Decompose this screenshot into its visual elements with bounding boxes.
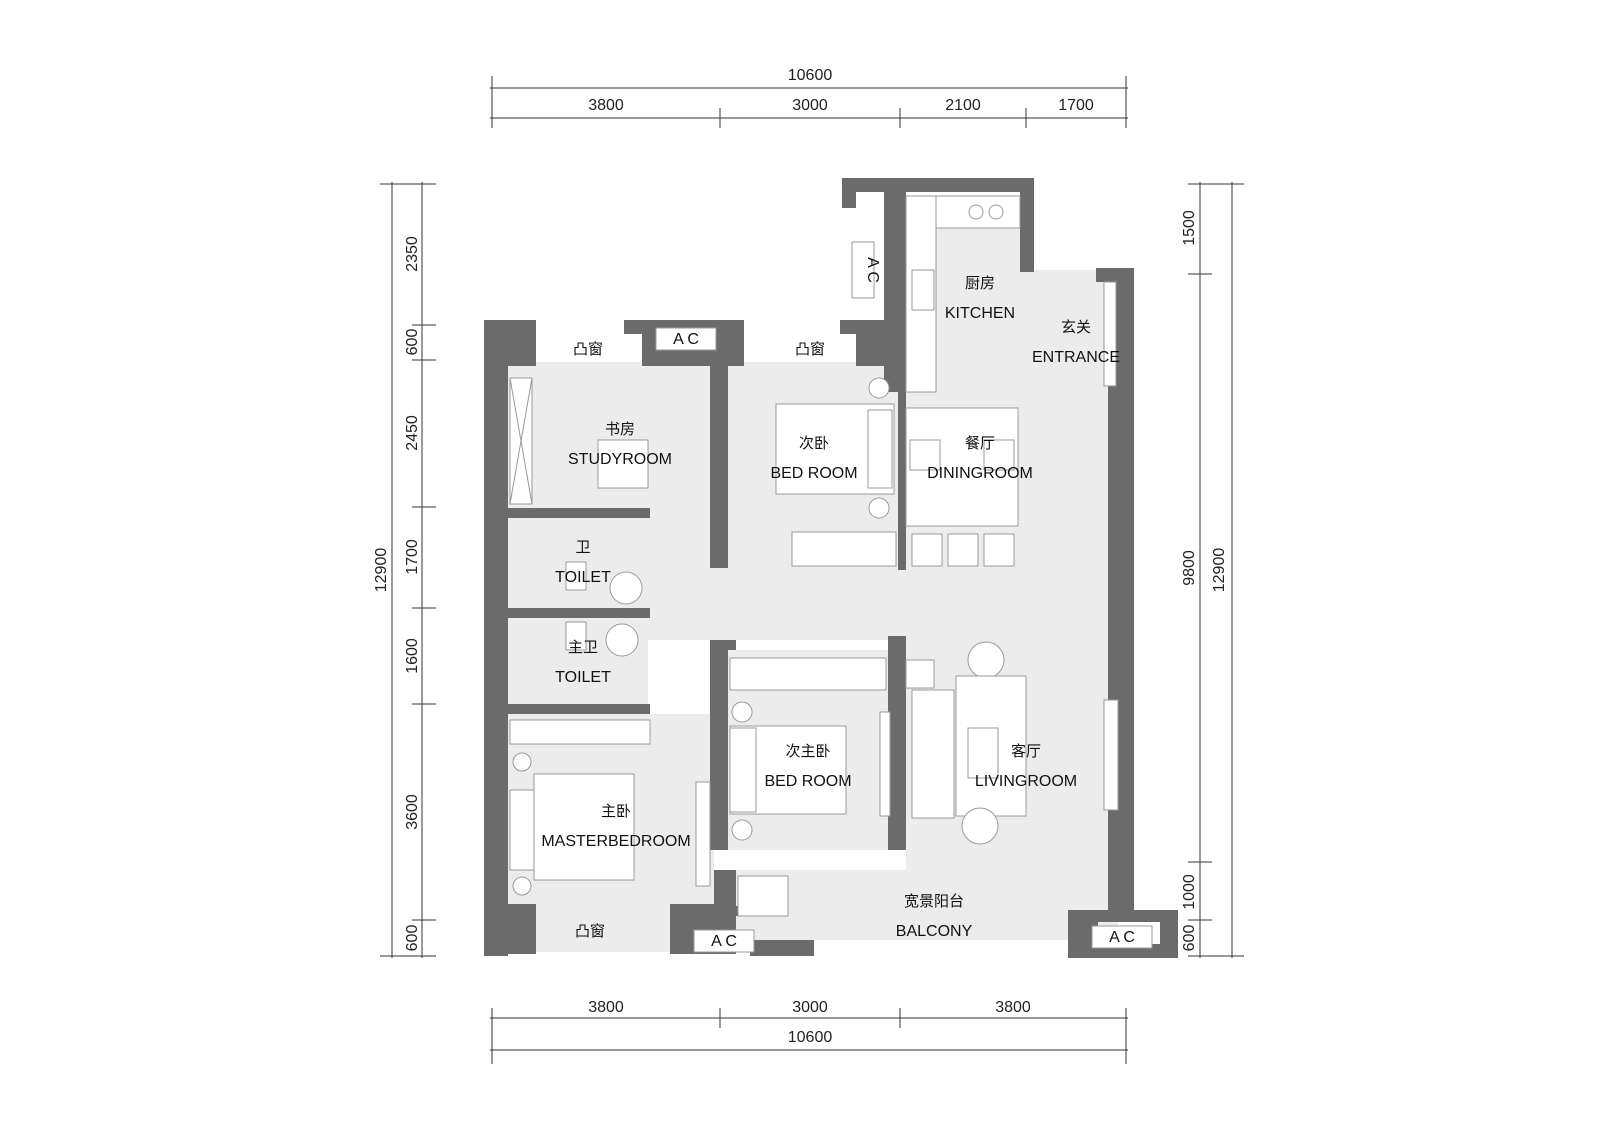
study-label-cn: 书房	[605, 420, 635, 438]
room-labels: 厨房 KITCHEN 玄关 ENTRANCE 凸窗 凸窗 书房 STUDYROO…	[541, 274, 1120, 940]
bay-window-label-study: 凸窗	[573, 340, 603, 358]
dim-bottom-seg-1: 3800	[588, 999, 624, 1016]
dining-label-cn: 餐厅	[965, 434, 995, 452]
dim-bottom-total: 10600	[788, 1029, 833, 1046]
kitchen-label-en: KITCHEN	[945, 305, 1015, 322]
dim-right-total: 12900	[1211, 548, 1228, 593]
bay-window-label-master: 凸窗	[575, 922, 605, 940]
dimension-lines: 10600 3800 3000 2100 1700 3800 3000 3800…	[373, 67, 1244, 1064]
entrance-label-cn: 玄关	[1061, 318, 1091, 336]
bay-window-label-bedroom2: 凸窗	[795, 340, 825, 358]
dining-label-en: DININGROOM	[927, 465, 1033, 482]
dim-top-seg-1: 3800	[588, 97, 624, 114]
toilet-label-cn: 卫	[575, 538, 590, 556]
master-label-en: MASTERBEDROOM	[541, 833, 690, 850]
dim-top-total: 10600	[788, 67, 833, 84]
master-toilet-label-cn: 主卫	[568, 638, 598, 656]
ac-unit-label-study: A C	[673, 331, 699, 348]
study-label-en: STUDYROOM	[568, 451, 672, 468]
dim-top-seg-4: 1700	[1058, 97, 1094, 114]
dim-left-seg-3: 2450	[404, 415, 421, 451]
dim-bottom-seg-2: 3000	[792, 999, 828, 1016]
dim-right-seg-4: 600	[1181, 925, 1198, 952]
dim-left-total: 12900	[373, 548, 390, 593]
balcony-label-en: BALCONY	[896, 923, 973, 940]
ac-unit-label-master: A C	[711, 933, 737, 950]
bedroom3-label-cn: 次主卧	[785, 742, 830, 760]
ac-unit-label-balcony: A C	[1109, 929, 1135, 946]
dim-left-seg-2: 600	[404, 329, 421, 356]
balcony-label-cn: 宽景阳台	[904, 892, 964, 910]
kitchen-label-cn: 厨房	[965, 274, 995, 292]
dim-right-seg-1: 1500	[1181, 210, 1198, 246]
living-label-en: LIVINGROOM	[975, 773, 1077, 790]
dim-left-seg-5: 1600	[404, 638, 421, 674]
living-label-cn: 客厅	[1011, 742, 1041, 760]
dim-left-seg-7: 600	[404, 925, 421, 952]
master-toilet-label-en: TOILET	[555, 669, 611, 686]
dim-top-seg-3: 2100	[945, 97, 981, 114]
dim-left-seg-1: 2350	[404, 236, 421, 272]
ac-unit-label-kitchen: A C	[864, 257, 881, 283]
bedroom2-label-cn: 次卧	[799, 434, 829, 452]
entrance-label-en: ENTRANCE	[1032, 349, 1120, 366]
dim-right-seg-3: 1000	[1181, 874, 1198, 910]
master-label-cn: 主卧	[601, 802, 631, 820]
dim-left-seg-4: 1700	[404, 539, 421, 575]
bedroom2-label-en: BED ROOM	[770, 465, 857, 482]
dim-left-seg-6: 3600	[404, 794, 421, 830]
dim-right-seg-2: 9800	[1181, 550, 1198, 586]
dim-bottom-seg-3: 3800	[995, 999, 1031, 1016]
toilet-label-en: TOILET	[555, 569, 611, 586]
bedroom3-label-en: BED ROOM	[764, 773, 851, 790]
dim-top-seg-2: 3000	[792, 97, 828, 114]
furniture: A C A C A C	[509, 195, 1153, 953]
